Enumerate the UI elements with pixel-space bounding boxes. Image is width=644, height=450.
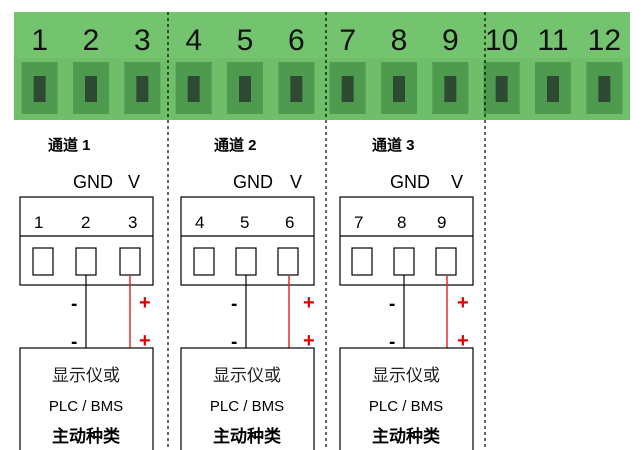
terminal-number-9: 9	[442, 24, 459, 57]
plus-label-upper: +	[303, 292, 315, 314]
terminal-screw-6	[290, 76, 303, 102]
pin-9-socket	[435, 247, 457, 276]
channel-title: 通道 3	[372, 136, 415, 154]
terminal-number-3: 3	[134, 24, 151, 57]
channel-title: 通道 2	[214, 136, 257, 154]
terminal-screw-12	[598, 76, 611, 102]
terminal-number-10: 10	[485, 24, 518, 57]
channel-2: 通道 2 GND V 4 5 6 - - + + 显示仪或 PLC / BMS …	[180, 136, 315, 450]
terminal-number-12: 12	[588, 24, 621, 57]
pin-1-socket	[32, 247, 54, 276]
terminal-number-7: 7	[339, 24, 356, 57]
terminal-number-5: 5	[237, 24, 254, 57]
device-line-1: 显示仪或	[213, 366, 281, 385]
device-line-3: 主动种类	[372, 426, 441, 446]
terminal-screw-7	[341, 76, 354, 102]
pin-4-socket	[193, 247, 215, 276]
terminal-number-6: 6	[288, 24, 305, 57]
pin-7-label: 7	[354, 213, 363, 232]
pin-3-label: 3	[128, 213, 137, 232]
pin-2-socket	[75, 247, 97, 276]
v-label: V	[128, 172, 140, 192]
gnd-label: GND	[390, 172, 430, 192]
minus-label-upper: -	[231, 294, 237, 315]
terminal-block-top-strip	[14, 12, 630, 58]
terminal-screw-5	[239, 76, 251, 102]
device-line-2: PLC / BMS	[210, 398, 284, 415]
device-line-3: 主动种类	[213, 426, 282, 446]
terminal-number-11: 11	[537, 24, 568, 57]
pin-5-socket	[235, 247, 257, 276]
terminal-number-8: 8	[391, 24, 408, 57]
pin-6-socket	[277, 247, 299, 276]
device-box	[339, 347, 474, 450]
terminal-number-4: 4	[185, 24, 202, 57]
device-line-2: PLC / BMS	[369, 398, 443, 415]
device-line-2: PLC / BMS	[49, 398, 123, 415]
terminal-screw-9	[444, 76, 457, 102]
minus-label-lower: -	[71, 332, 77, 353]
pin-1-label: 1	[34, 213, 43, 232]
terminal-screw-11	[547, 76, 559, 102]
gnd-label: GND	[73, 172, 113, 192]
v-label: V	[290, 172, 302, 192]
terminal-screw-8	[393, 76, 405, 102]
pin-3-socket	[119, 247, 141, 276]
pin-7-socket	[351, 247, 373, 276]
device-line-3: 主动种类	[52, 426, 121, 446]
minus-label-upper: -	[389, 294, 395, 315]
pin-2-label: 2	[81, 213, 90, 232]
minus-label-lower: -	[231, 332, 237, 353]
pin-4-label: 4	[195, 213, 204, 232]
terminal-screw-4	[187, 76, 200, 102]
terminal-slot-row	[21, 62, 623, 114]
pin-6-label: 6	[285, 213, 294, 232]
channel-separators	[167, 12, 486, 450]
minus-label-upper: -	[71, 294, 77, 315]
gnd-label: GND	[233, 172, 273, 192]
pin-5-label: 5	[240, 213, 249, 232]
terminal-number-1: 1	[31, 24, 48, 57]
pin-8-socket	[393, 247, 415, 276]
device-line-1: 显示仪或	[52, 366, 120, 385]
pin-9-label: 9	[437, 213, 446, 232]
device-box	[19, 347, 154, 450]
minus-label-lower: -	[389, 332, 395, 353]
terminal-screw-1	[33, 76, 46, 102]
plus-label-lower: +	[457, 330, 469, 352]
terminal-number-2: 2	[83, 24, 100, 57]
plus-label-lower: +	[303, 330, 315, 352]
pin-8-label: 8	[397, 213, 406, 232]
channel-title: 通道 1	[48, 136, 91, 154]
channel-1: 通道 1 GND V 1 2 3 - - + + 显示仪或 PLC / BMS …	[19, 136, 154, 450]
v-label: V	[451, 172, 463, 192]
plus-label-upper: +	[139, 292, 151, 314]
terminal-screw-10	[495, 76, 508, 102]
terminal-screw-2	[85, 76, 97, 102]
plus-label-lower: +	[139, 330, 151, 352]
channel-3: 通道 3 GND V 7 8 9 - - + + 显示仪或 PLC / BMS …	[339, 136, 474, 450]
terminal-screw-3	[136, 76, 149, 102]
device-box	[180, 347, 315, 450]
plus-label-upper: +	[457, 292, 469, 314]
device-line-1: 显示仪或	[372, 366, 440, 385]
